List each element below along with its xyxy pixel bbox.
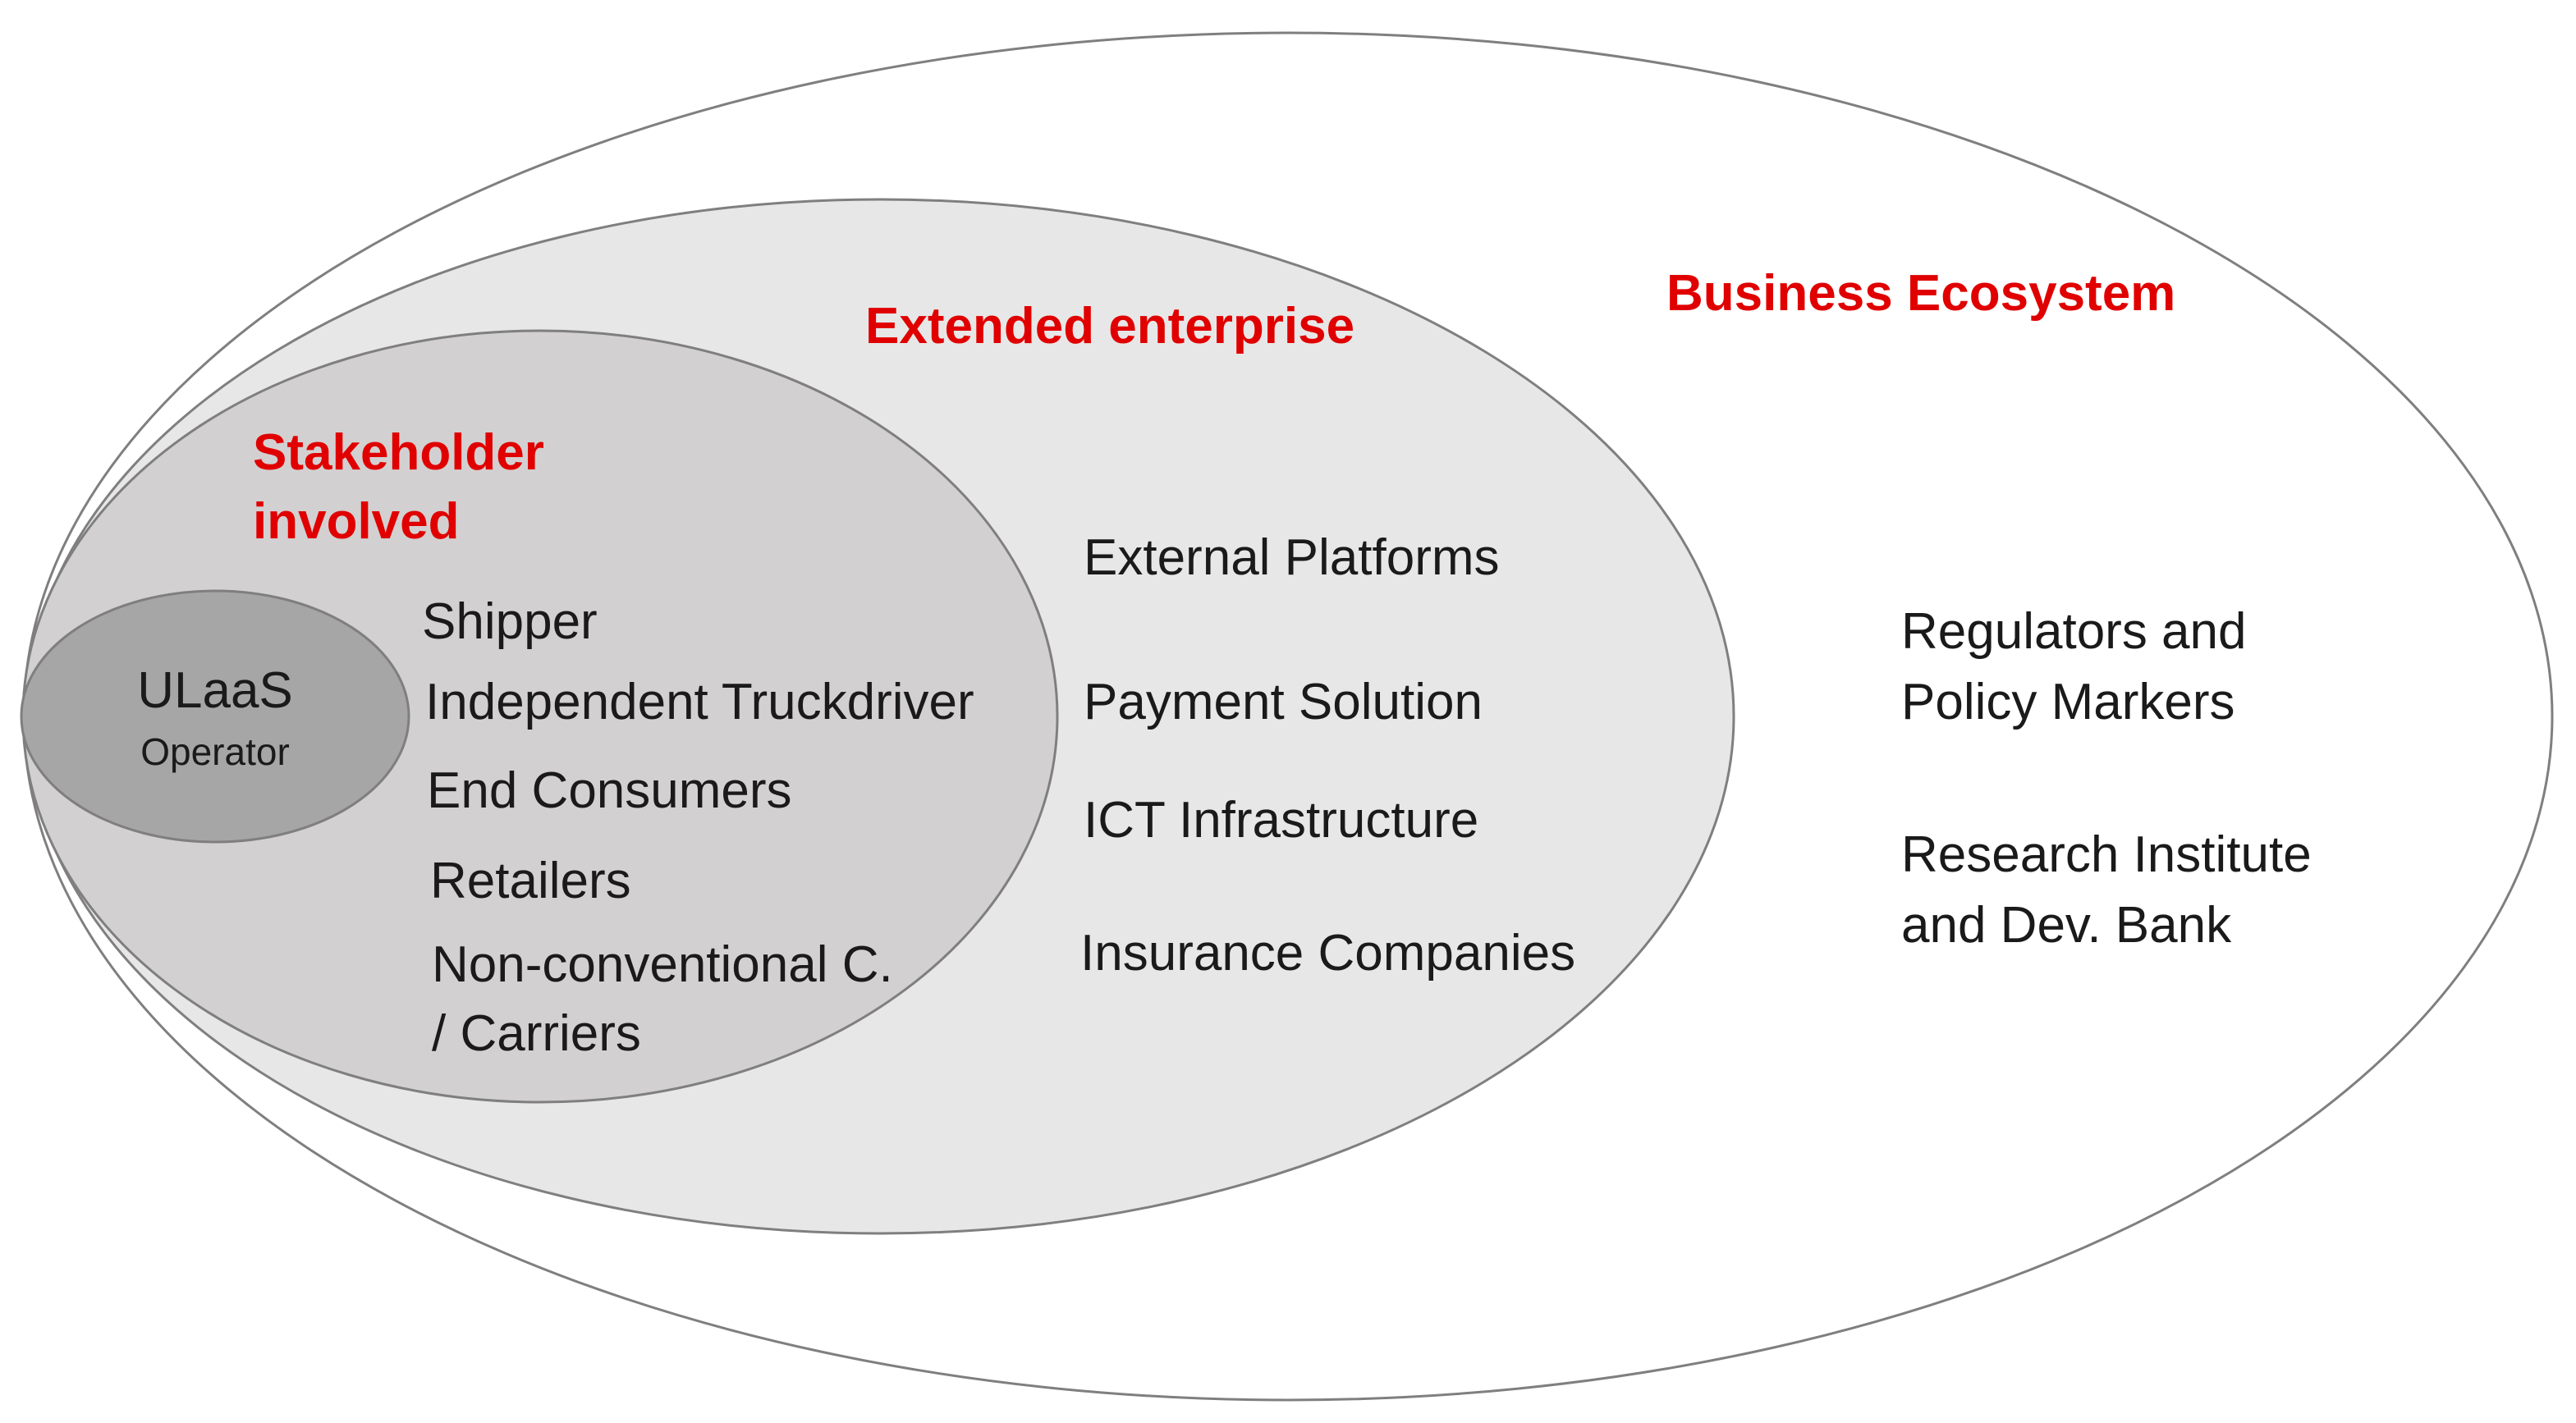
stakeholder-involved-label-line1: Stakeholder <box>253 424 544 481</box>
ecosystem-member: Policy Markers <box>1901 674 2235 730</box>
stakeholder-member: Non-conventional C. <box>432 936 893 993</box>
enterprise-member: External Platforms <box>1084 529 1500 586</box>
operator-subtitle: Operator <box>140 730 290 773</box>
stakeholder-member: Independent Truckdriver <box>425 674 974 730</box>
enterprise-member: ICT Infrastructure <box>1084 792 1478 849</box>
stakeholder-member: Shipper <box>422 593 598 650</box>
ulaas-title: ULaaS <box>137 662 293 719</box>
ecosystem-member: Regulators and <box>1901 603 2247 660</box>
ecosystem-member: Research Institute <box>1901 826 2312 883</box>
enterprise-member: Payment Solution <box>1084 674 1483 730</box>
stakeholder-involved-label-line2: involved <box>253 493 460 550</box>
enterprise-member: Insurance Companies <box>1080 925 1575 981</box>
business-ecosystem-label: Business Ecosystem <box>1666 265 2175 322</box>
stakeholder-member: End Consumers <box>427 762 792 819</box>
extended-enterprise-label: Extended enterprise <box>865 298 1354 355</box>
ecosystem-member: and Dev. Bank <box>1901 897 2232 954</box>
stakeholder-member: Retailers <box>430 853 631 909</box>
ulaas-operator-ellipse <box>20 589 410 844</box>
stakeholder-member: / Carriers <box>432 1005 641 1062</box>
